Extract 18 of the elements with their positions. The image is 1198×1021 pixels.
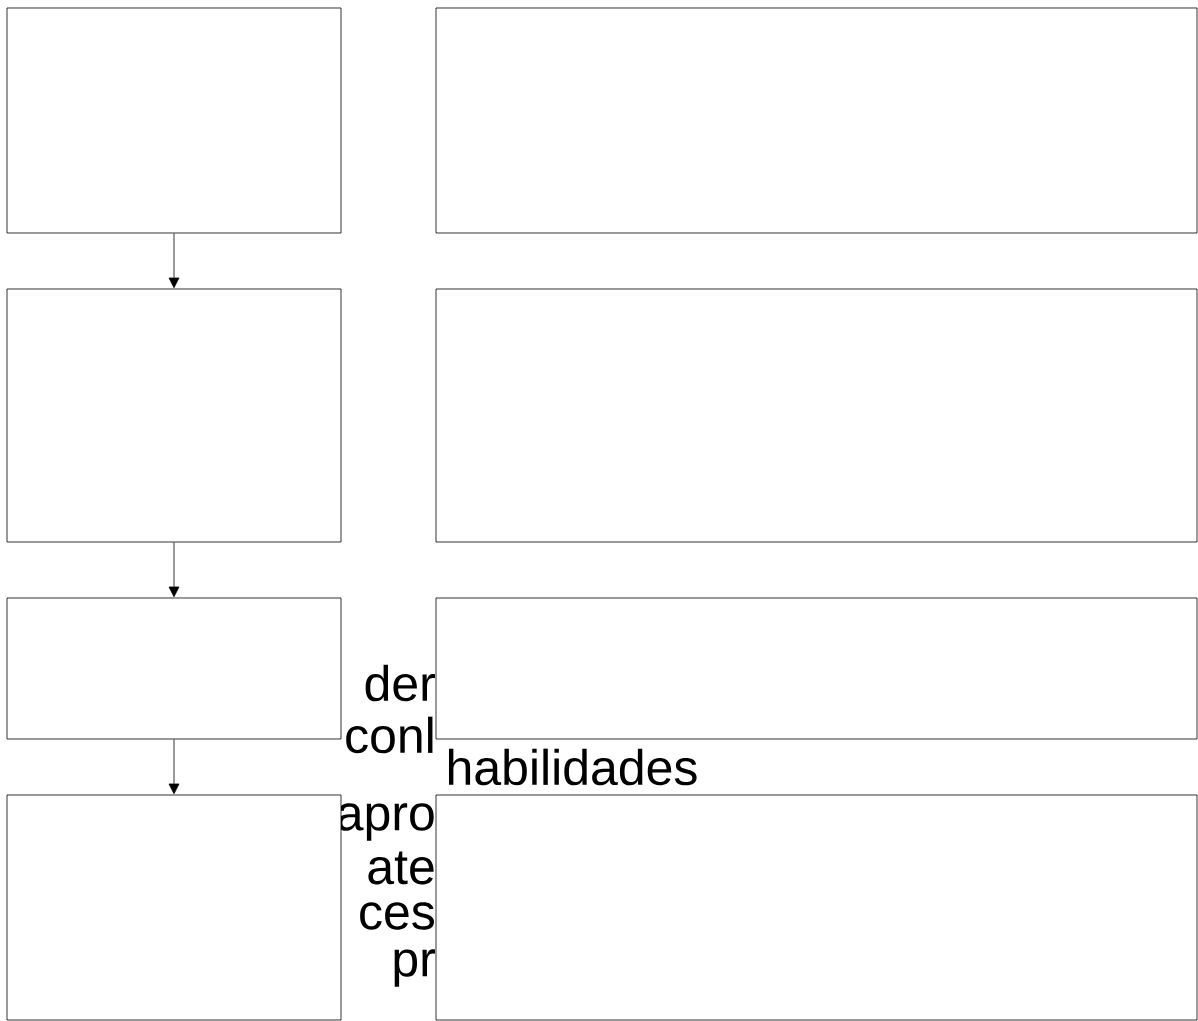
text-fragment: der [365,664,435,702]
text-fragment: conl [346,716,433,754]
empty-box [435,7,1198,234]
text-fragment: ate [368,851,434,885]
text-fragment: apro [337,803,434,841]
empty-box [6,794,342,1021]
empty-box [6,288,342,543]
empty-box [6,7,342,234]
arrow [168,233,180,289]
empty-box [435,597,1198,740]
text-fragment: pr [394,949,435,987]
arrow [168,739,180,795]
empty-box [435,794,1198,1021]
empty-box [435,288,1198,543]
arrow [168,542,180,598]
text-fragment: ces [360,902,434,930]
text-fragment: habilidades [449,748,697,786]
empty-box [6,597,342,740]
